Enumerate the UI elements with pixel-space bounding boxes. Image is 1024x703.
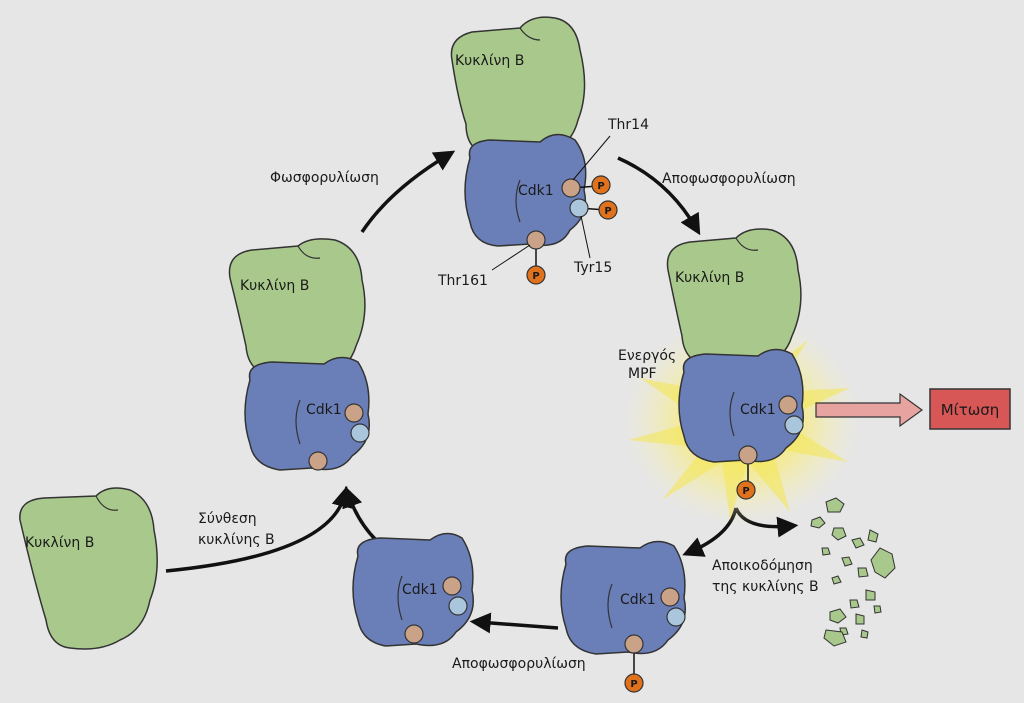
synthesis-label-line2: κυκλίνης Β bbox=[198, 532, 275, 548]
phosphate-icon: P bbox=[591, 175, 611, 195]
arrow-to-mitosis bbox=[815, 392, 924, 428]
complex-right bbox=[666, 228, 804, 463]
svg-text:P: P bbox=[532, 271, 539, 282]
site-tan bbox=[404, 624, 424, 644]
svg-text:P: P bbox=[604, 206, 611, 217]
phosphate-icon: P bbox=[624, 673, 644, 693]
site-tan bbox=[344, 403, 364, 423]
svg-text:P: P bbox=[742, 486, 749, 497]
cyclin-b-shape bbox=[228, 238, 366, 377]
site-tan bbox=[738, 445, 758, 465]
cyclin-fragments bbox=[810, 497, 896, 647]
dephosphorylation-label-bottom: Αποφωσφορυλίωση bbox=[452, 656, 586, 672]
cyclin-b-label-free: Κυκλίνη Β bbox=[25, 535, 94, 551]
site-blue bbox=[350, 423, 370, 443]
mitosis-box bbox=[929, 388, 1011, 430]
cyclin-b-shape bbox=[450, 16, 586, 157]
site-tyr15 bbox=[569, 198, 589, 218]
thr14-label: Thr14 bbox=[607, 117, 649, 133]
degradation-label-line1: Αποικοδόμηση bbox=[712, 558, 813, 574]
site-tan bbox=[660, 587, 680, 607]
cyclin-b-shape bbox=[19, 487, 158, 650]
dephosphorylation-label-top: Αποφωσφορυλίωση bbox=[662, 171, 796, 187]
cdk1-label-top: Cdk1 bbox=[518, 183, 554, 199]
degradation-label-line2: της κυκλίνης Β bbox=[712, 579, 819, 595]
active-mpf-label-line1: Ενεργός bbox=[618, 348, 676, 364]
free-cyclin-b bbox=[19, 487, 158, 650]
svg-text:P: P bbox=[630, 679, 637, 690]
complex-bottom-left bbox=[352, 532, 474, 647]
mitosis-label: Μίτωση bbox=[941, 401, 1000, 419]
site-tan bbox=[442, 576, 462, 596]
cdk1-label-left: Cdk1 bbox=[306, 402, 342, 418]
arrow-dephosphorylation-bottom bbox=[469, 612, 559, 634]
svg-text:P: P bbox=[597, 181, 604, 192]
thr161-label: Thr161 bbox=[437, 273, 488, 289]
cdk1-label-bottom-left: Cdk1 bbox=[402, 582, 438, 598]
cyclin-b-label-left: Κυκλίνη Β bbox=[240, 278, 309, 294]
site-tan bbox=[778, 395, 798, 415]
arrow-cyclin-synthesis bbox=[165, 485, 353, 573]
arrow-phosphorylation bbox=[360, 150, 456, 233]
cyclin-b-label-top: Κυκλίνη Β bbox=[455, 53, 524, 69]
tyr15-label: Tyr15 bbox=[573, 260, 612, 276]
complex-left bbox=[228, 238, 370, 471]
cdk1-label-bottom-right: Cdk1 bbox=[620, 592, 656, 608]
phosphate-icon: P bbox=[526, 265, 546, 285]
phosphate-icon: P bbox=[736, 480, 756, 500]
site-blue bbox=[784, 415, 804, 435]
cdk1-shape bbox=[352, 532, 474, 647]
cdk1-label-right: Cdk1 bbox=[740, 402, 776, 418]
site-blue bbox=[666, 607, 686, 627]
cyclin-b-shape bbox=[666, 228, 802, 367]
site-thr14 bbox=[561, 178, 581, 198]
complex-top bbox=[450, 16, 587, 247]
site-thr161 bbox=[526, 230, 546, 250]
active-mpf-label-line2: MPF bbox=[628, 366, 657, 382]
arrow-cdk1-to-complex bbox=[342, 486, 378, 542]
phosphorylation-label: Φωσφορυλίωση bbox=[270, 170, 379, 186]
cyclin-b-label-right: Κυκλίνη Β bbox=[675, 270, 744, 286]
site-tan bbox=[308, 451, 328, 471]
synthesis-label-line1: Σύνθεση bbox=[198, 511, 257, 527]
phosphate-icon: P bbox=[598, 200, 618, 220]
site-tan bbox=[624, 634, 644, 654]
arrow-dephosphorylation-top bbox=[617, 156, 701, 236]
site-blue bbox=[448, 596, 468, 616]
